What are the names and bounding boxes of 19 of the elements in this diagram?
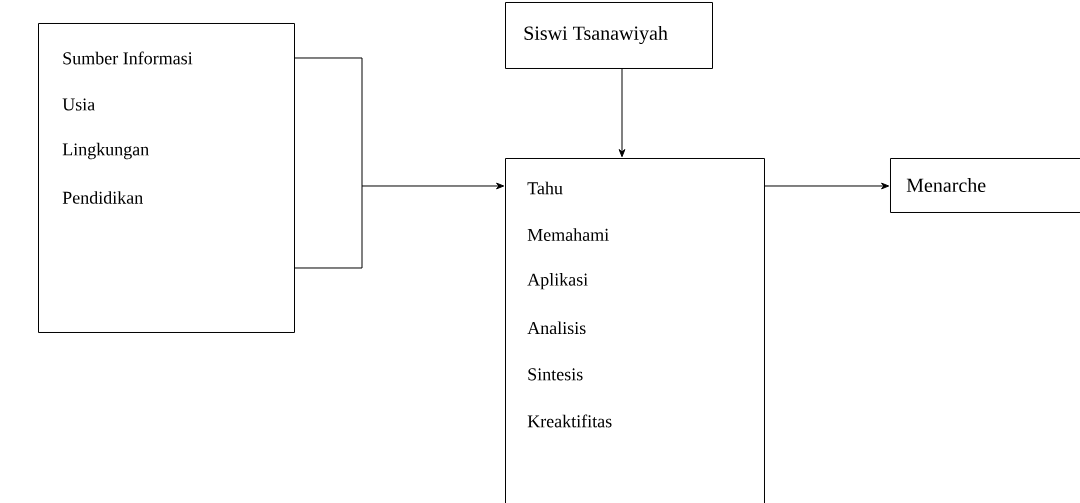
box [890,158,1080,213]
item-text: Siswi Tsanawiyah [524,25,668,45]
item-text: Tahu [527,181,563,195]
item-text: Menarche [906,177,986,193]
item-text: Aplikasi [527,273,588,290]
arrow [764,182,890,190]
item-text: Usia [62,98,95,111]
arrow [618,68,626,158]
box [505,158,765,503]
item-text: Memahami [527,228,609,241]
box [505,2,713,69]
item-text: Analisis [527,321,586,335]
item-text: Kreaktifitas [527,414,612,428]
item-text: Pendidikan [62,191,143,204]
arrow [293,57,505,269]
item-text: Sintesis [528,368,583,381]
item-text: Sumber Informasi [63,51,193,65]
item-text: Lingkungan [62,142,149,160]
box [38,23,295,333]
